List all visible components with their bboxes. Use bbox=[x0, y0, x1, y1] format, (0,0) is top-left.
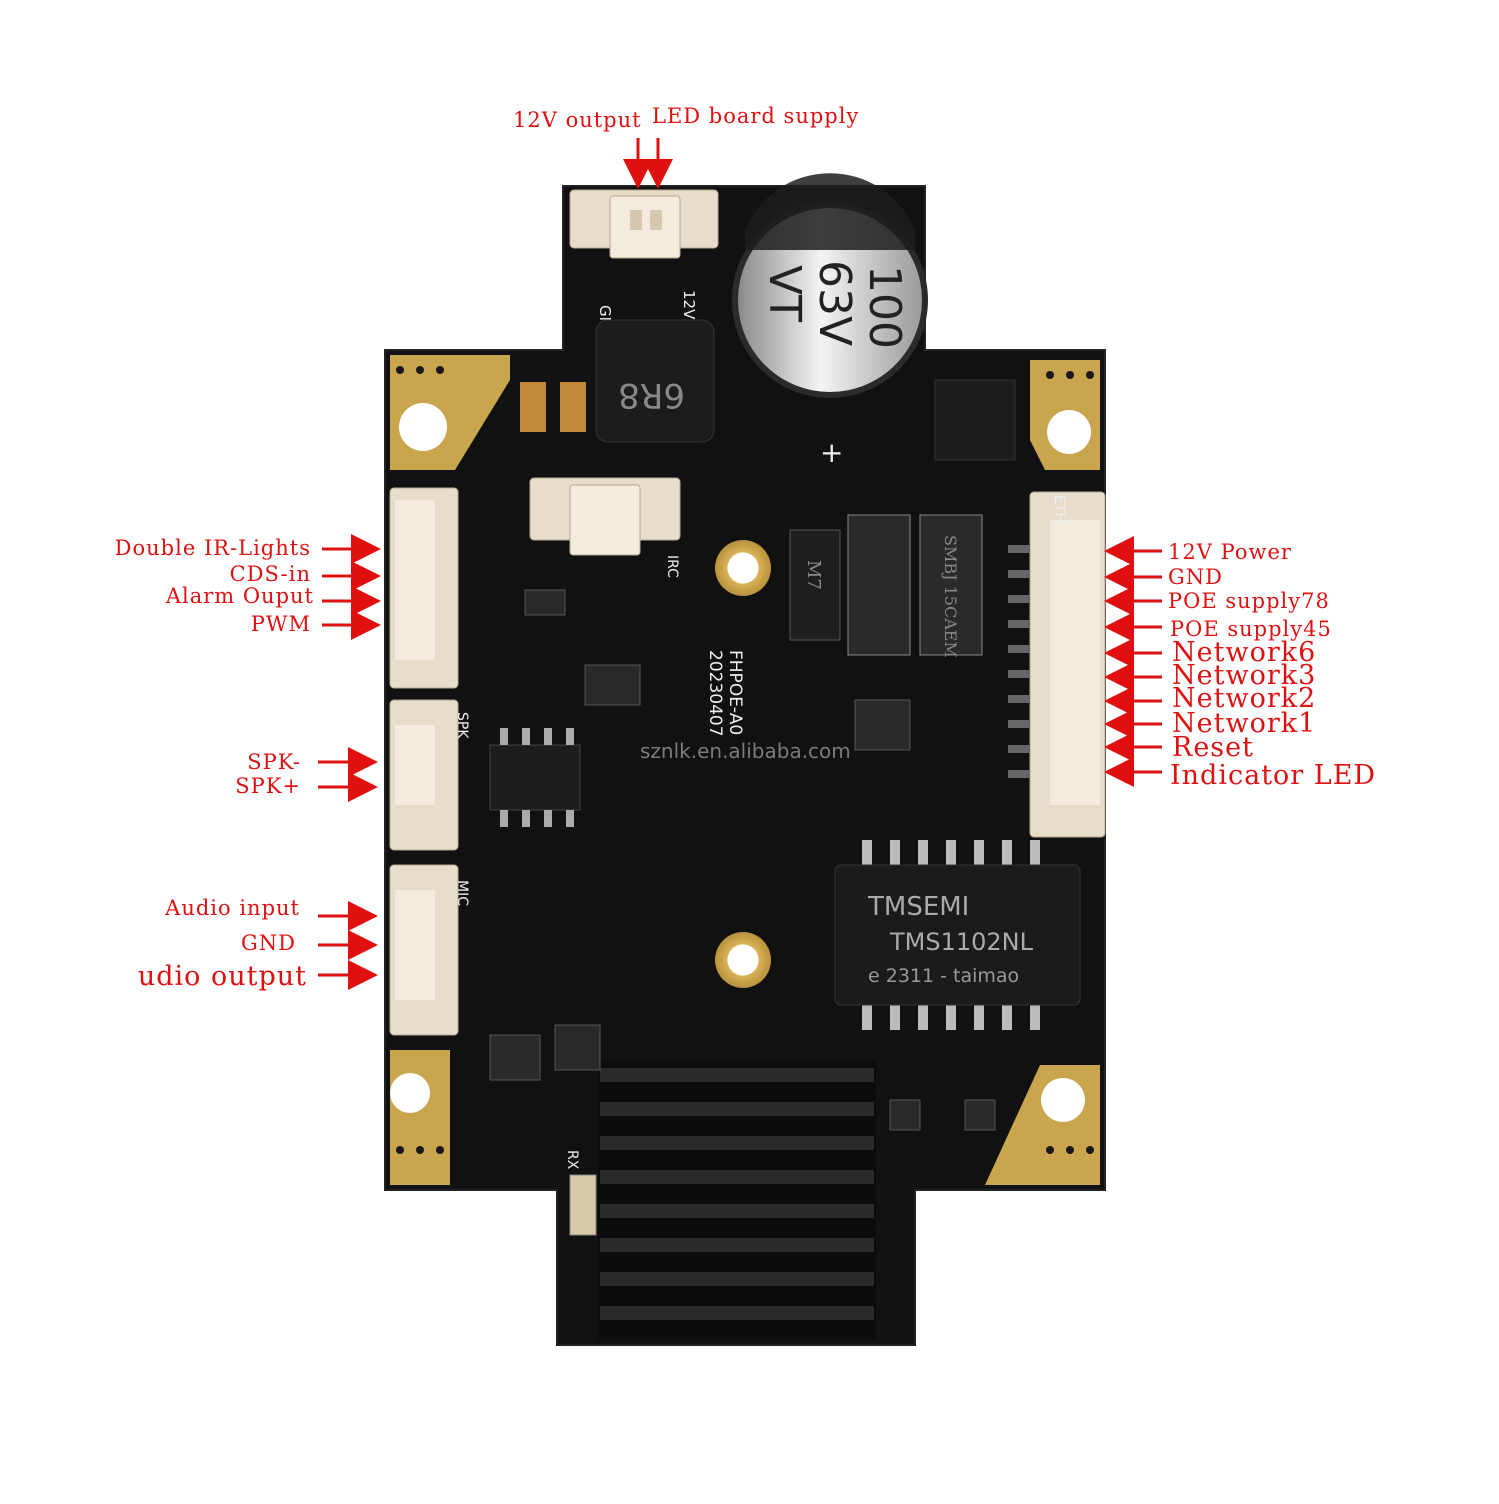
label-network6: Network6 bbox=[1172, 637, 1317, 668]
smd-parts bbox=[489, 589, 996, 1131]
inductor: 6R8 bbox=[595, 319, 715, 443]
ethernet-transformer: TMSEMI TMS1102NL e 2311 - taimao bbox=[834, 840, 1081, 1030]
label-reset: Reset bbox=[1172, 732, 1254, 763]
xfmr-model: TMS1102NL bbox=[889, 928, 1034, 956]
label-network3: Network3 bbox=[1172, 660, 1317, 691]
smd-caps-top bbox=[520, 382, 586, 432]
silk-plus: + bbox=[820, 436, 843, 469]
inductor-marking: 6R8 bbox=[618, 375, 685, 415]
connector-eth bbox=[1008, 491, 1106, 838]
tvs-marking: SMBJ 15CAEM bbox=[941, 535, 960, 658]
label-double-ir-lights: Double IR-Lights bbox=[114, 536, 311, 560]
cap-voltage: 63V bbox=[809, 260, 860, 346]
label-gnd-left: GND bbox=[241, 931, 296, 955]
power-diodes: M7 SMBJ 15CAEM bbox=[789, 514, 983, 658]
label-12v-power: 12V Power bbox=[1168, 540, 1292, 564]
xfmr-brand: TMSEMI bbox=[867, 892, 969, 922]
label-audio-input: Audio input bbox=[165, 896, 300, 920]
connector-spk bbox=[389, 699, 459, 851]
connector-irc bbox=[529, 477, 681, 556]
label-alarm-output: Alarm Ouput bbox=[165, 584, 314, 608]
connector-mic bbox=[389, 864, 459, 1036]
silk-mic: MIC bbox=[454, 880, 470, 906]
label-network2: Network2 bbox=[1172, 683, 1317, 714]
xfmr-lot: e 2311 - taimao bbox=[868, 965, 1019, 987]
cap-value: 100 bbox=[859, 265, 910, 349]
label-pwm: PWM bbox=[250, 612, 311, 636]
cap-series: VT bbox=[759, 265, 810, 322]
silk-date: 20230407 bbox=[705, 650, 725, 737]
silk-irc: IRC bbox=[664, 555, 680, 578]
silk-model: FHPOE-A0 bbox=[725, 650, 745, 735]
silk-12v: 12V bbox=[680, 290, 698, 320]
audio-amp-ic bbox=[489, 728, 581, 827]
mounting-hole-2 bbox=[715, 932, 771, 988]
bridge-rectifier bbox=[934, 379, 1016, 461]
label-indicator-led: Indicator LED bbox=[1170, 760, 1377, 791]
mounting-pads bbox=[390, 355, 1100, 1185]
mounting-hole-1 bbox=[715, 540, 771, 596]
label-poe-supply78: POE supply78 bbox=[1168, 589, 1330, 613]
label-12v-output: 12V output bbox=[513, 108, 642, 132]
electrolytic-capacitor: 100 63V VT bbox=[732, 173, 928, 398]
silk-eth: ETH bbox=[1051, 495, 1067, 523]
silk-spk: SPK bbox=[454, 712, 470, 739]
callout-arrows bbox=[318, 138, 1162, 990]
connector-12v-output bbox=[569, 189, 719, 259]
heatsink bbox=[598, 1060, 876, 1340]
label-cds-in: CDS-in bbox=[229, 562, 311, 586]
label-audio-output: udio output bbox=[137, 961, 307, 992]
crystal bbox=[569, 1174, 597, 1236]
silk-rx: RX bbox=[564, 1150, 580, 1170]
watermark: sznlk.en.alibaba.com bbox=[640, 739, 851, 763]
connector-ir-lights bbox=[389, 487, 459, 689]
label-gnd-right: GND bbox=[1168, 565, 1223, 589]
label-poe-supply45: POE supply45 bbox=[1170, 617, 1332, 641]
label-led-board-supply: LED board supply bbox=[652, 104, 860, 128]
label-network1: Network1 bbox=[1172, 708, 1317, 739]
label-spk-minus: SPK- bbox=[247, 750, 301, 774]
label-spk-plus: SPK+ bbox=[235, 774, 301, 798]
diode-marking: M7 bbox=[803, 560, 824, 590]
